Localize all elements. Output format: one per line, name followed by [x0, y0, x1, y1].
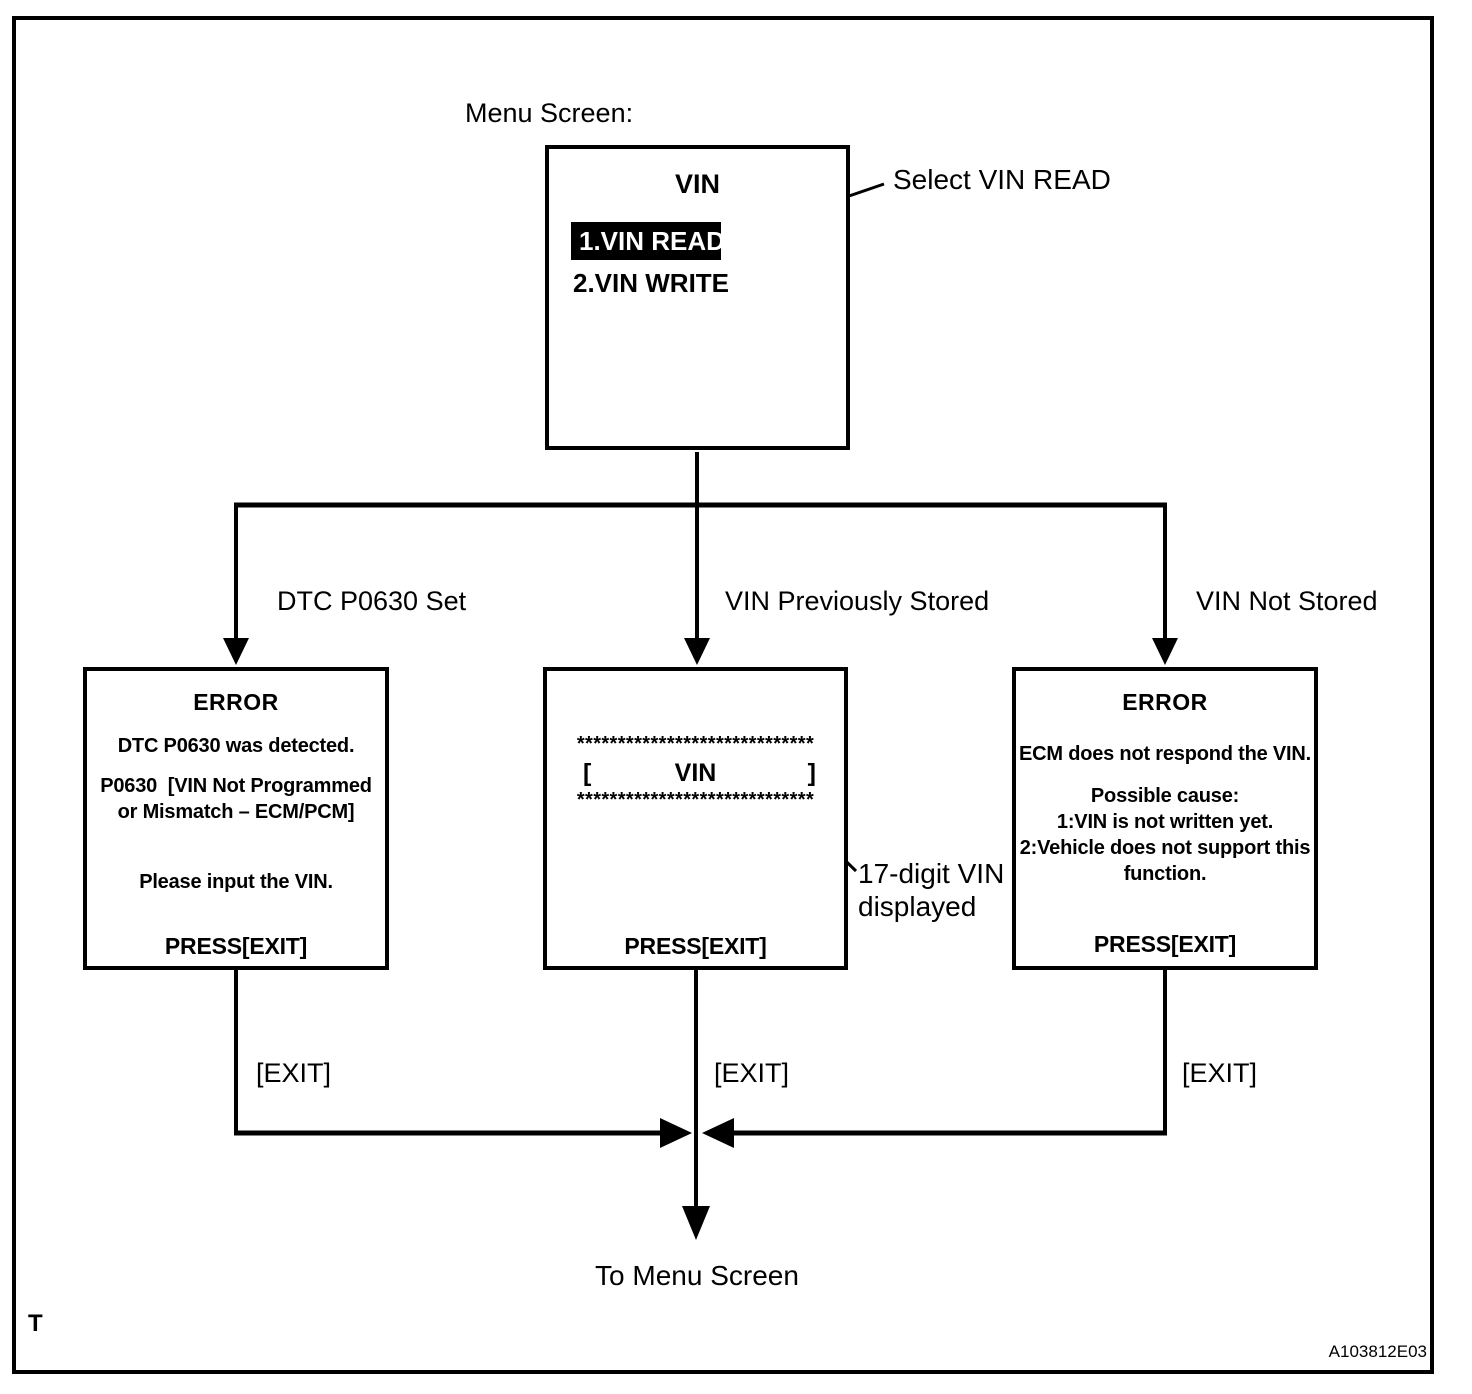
- vin-bracket-close: ]: [807, 759, 816, 787]
- arrowhead-right-converge: [660, 1118, 692, 1148]
- branch-label-vin-not-stored: VIN Not Stored: [1196, 586, 1378, 616]
- ecm-error-line2: Possible cause:: [1090, 785, 1240, 807]
- vin-display-screen-box: ***************************** [ VIN ] **…: [543, 667, 848, 970]
- menu-screen-label: Menu Screen:: [465, 98, 634, 128]
- dtc-error-title: ERROR: [193, 689, 279, 715]
- arrowhead-down-right: [1152, 638, 1178, 665]
- ecm-error-title: ERROR: [1122, 689, 1208, 715]
- ecm-error-line1: ECM does not respond the VIN.: [1019, 743, 1311, 765]
- menu-screen-box: VIN 1.VIN READ 2.VIN WRITE: [545, 145, 850, 450]
- menu-item-vin-write: 2.VIN WRITE: [573, 268, 730, 298]
- vin-displayed-annotation-line1: 17-digit VIN: [858, 858, 1005, 889]
- vin-display-stars-bottom: *****************************: [576, 789, 815, 811]
- dtc-error-line4: Please input the VIN.: [139, 871, 333, 893]
- ecm-error-line5: function.: [1123, 863, 1207, 885]
- ecm-error-screen-box: ERROR ECM does not respond the VIN. Poss…: [1012, 667, 1318, 970]
- vin-display-press-exit: PRESS[EXIT]: [624, 933, 767, 959]
- dtc-error-screen-box: ERROR DTC P0630 was detected. P0630 [VIN…: [83, 667, 389, 970]
- exit-label-center: [EXIT]: [714, 1058, 790, 1088]
- to-menu-screen-label: To Menu Screen: [595, 1260, 799, 1291]
- arrowhead-left-converge: [702, 1118, 734, 1148]
- ecm-error-line4: 2:Vehicle does not support this: [1019, 837, 1311, 859]
- dtc-error-press-exit: PRESS[EXIT]: [164, 933, 308, 959]
- corner-mark: T: [28, 1310, 43, 1337]
- ecm-error-line3: 1:VIN is not written yet.: [1056, 811, 1274, 833]
- menu-title: VIN: [674, 169, 720, 199]
- dtc-error-line1: DTC P0630 was detected.: [117, 735, 355, 757]
- arrowhead-down-final: [682, 1206, 710, 1240]
- menu-item-vin-read: 1.VIN READ: [571, 222, 725, 260]
- dtc-error-line3: or Mismatch – ECM/PCM]: [117, 801, 355, 823]
- vin-displayed-annotation-line2: displayed: [858, 891, 977, 922]
- vin-word: VIN: [674, 759, 717, 787]
- vin-display-stars-top: *****************************: [576, 733, 815, 755]
- branch-label-vin-previously-stored: VIN Previously Stored: [725, 586, 990, 616]
- select-vin-read-annotation: Select VIN READ: [893, 164, 1111, 195]
- arrowhead-down-left: [223, 638, 249, 665]
- vin-bracket-open: [: [583, 759, 592, 787]
- arrowhead-down-center: [684, 638, 710, 665]
- dtc-error-line2: P0630 [VIN Not Programmed: [100, 775, 372, 797]
- exit-label-left: [EXIT]: [256, 1058, 332, 1088]
- figure-code: A103812E03: [1328, 1342, 1427, 1361]
- branch-label-dtc-p0630-set: DTC P0630 Set: [277, 586, 467, 616]
- ecm-error-press-exit: PRESS[EXIT]: [1093, 931, 1237, 957]
- exit-label-right: [EXIT]: [1182, 1058, 1258, 1088]
